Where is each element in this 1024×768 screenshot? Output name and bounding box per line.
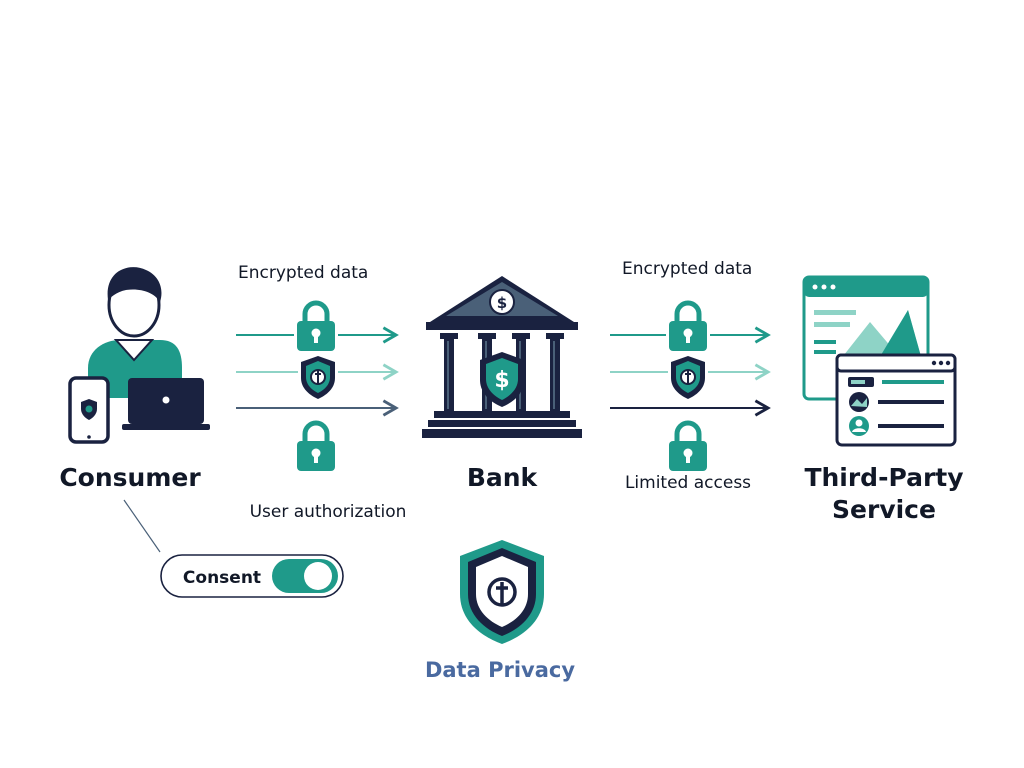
consumer-figure bbox=[68, 267, 210, 444]
shield-icon bbox=[460, 540, 544, 644]
third-party-label-line2: Service bbox=[832, 495, 936, 524]
lock-icon bbox=[669, 423, 707, 471]
lock-icon bbox=[294, 298, 338, 354]
right-bottom-flow-label: Limited access bbox=[625, 473, 751, 493]
shield-icon bbox=[668, 354, 708, 400]
left-top-flow-label: Encrypted data bbox=[238, 263, 368, 283]
consent-toggle[interactable]: Consent bbox=[160, 554, 344, 598]
svg-text:$: $ bbox=[497, 294, 507, 312]
consent-connector bbox=[123, 499, 161, 553]
shield-icon bbox=[298, 354, 338, 400]
lock-icon bbox=[666, 298, 710, 354]
consent-label: Consent bbox=[183, 568, 261, 588]
svg-text:$: $ bbox=[494, 368, 509, 393]
right-top-flow-label: Encrypted data bbox=[622, 259, 752, 279]
toggle-switch[interactable] bbox=[272, 559, 338, 593]
left-bottom-flow-label: User authorization bbox=[250, 502, 407, 522]
bank-label: Bank bbox=[467, 463, 539, 492]
data-privacy-label: Data Privacy bbox=[425, 658, 575, 682]
consumer-label: Consumer bbox=[59, 463, 201, 492]
third-party-label-line1: Third-Party bbox=[804, 463, 963, 492]
browser-window-icon bbox=[802, 275, 957, 447]
lock-icon bbox=[297, 423, 335, 471]
phone-icon bbox=[68, 376, 110, 444]
bank-icon: $ $ bbox=[422, 276, 582, 438]
laptop-icon bbox=[122, 378, 210, 430]
person-icon bbox=[88, 267, 182, 398]
